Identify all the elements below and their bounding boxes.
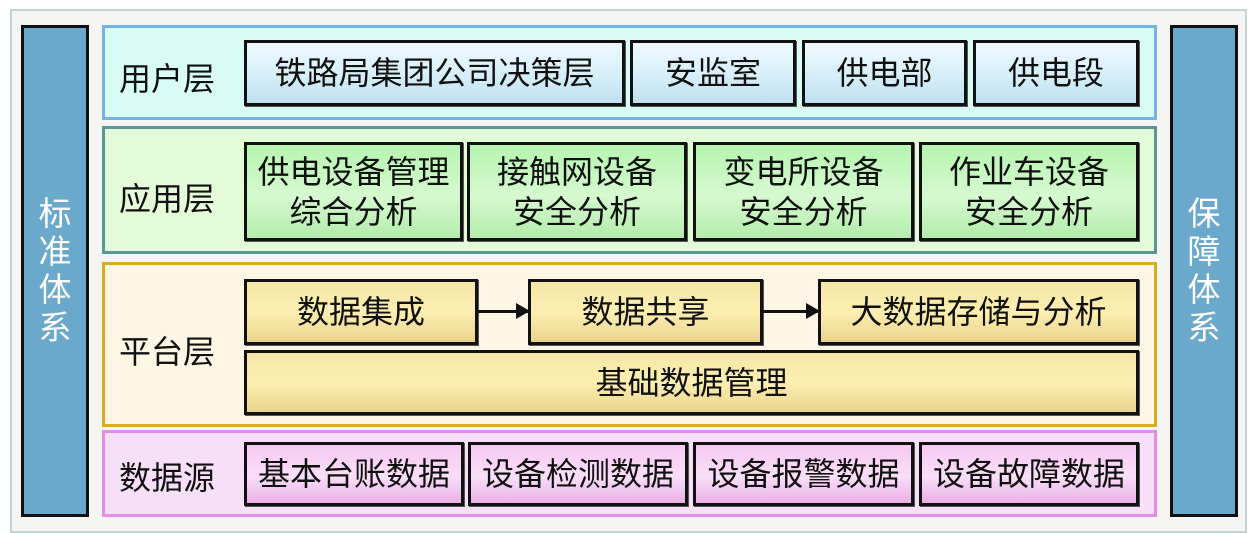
arrow-right-icon [763,303,820,319]
guarantee-system-column: 保 障 体 系 [1170,25,1238,517]
app-item-line1: 作业车设备 [948,152,1109,191]
platform-layer-label: 平台层 [119,333,216,371]
data-source-layer-label: 数据源 [119,459,216,497]
user-item-power-section: 供电段 [973,40,1139,106]
app-item-line2: 安全分析 [512,192,641,231]
platform-basic-data-management: 基础数据管理 [244,350,1139,415]
side-right-char: 系 [1187,308,1221,347]
side-right-char: 障 [1187,232,1221,271]
user-item-decision: 铁路局集团公司决策层 [244,40,625,106]
platform-layer: 平台层 数据集成 数据共享 大数据存储与分析 基础数据管理 [102,262,1157,427]
application-layer-label: 应用层 [119,180,216,218]
source-item-inspection-data: 设备检测数据 [468,442,688,506]
app-item-line1: 变电所设备 [723,152,884,191]
app-item-work-vehicle-safety-analysis: 作业车设备 安全分析 [919,142,1139,241]
platform-data-integration: 数据集成 [244,279,478,345]
app-item-catenary-safety-analysis: 接触网设备 安全分析 [467,142,687,241]
side-left-char: 系 [38,308,72,347]
side-right-char: 体 [1187,270,1221,309]
source-item-alarm-data: 设备报警数据 [693,442,914,506]
app-item-power-equipment-analysis: 供电设备管理 综合分析 [244,142,463,241]
standard-system-column: 标 准 体 系 [21,25,89,517]
user-layer: 用户层 铁路局集团公司决策层 安监室 供电部 供电段 [102,25,1157,120]
app-item-line2: 安全分析 [964,192,1093,231]
side-left-char: 标 [38,194,72,233]
user-item-safety-office: 安监室 [630,40,796,106]
data-source-layer: 数据源 基本台账数据 设备检测数据 设备报警数据 设备故障数据 [102,430,1157,517]
user-layer-label: 用户层 [119,60,216,98]
platform-big-data-storage-analysis: 大数据存储与分析 [818,279,1139,345]
side-left-char: 准 [38,232,72,271]
app-item-line2: 综合分析 [289,192,418,231]
app-item-line2: 安全分析 [739,192,868,231]
arrow-right-icon [478,303,530,319]
application-layer: 应用层 供电设备管理 综合分析 接触网设备 安全分析 变电所设备 安全分析 作业… [102,126,1157,254]
source-item-ledger-data: 基本台账数据 [244,442,464,506]
app-item-line1: 接触网设备 [496,152,657,191]
app-item-line1: 供电设备管理 [257,152,450,191]
source-item-fault-data: 设备故障数据 [919,442,1139,506]
side-left-char: 体 [38,270,72,309]
user-item-power-dept: 供电部 [802,40,967,106]
side-right-char: 保 [1187,194,1221,233]
platform-data-sharing: 数据共享 [528,279,763,345]
app-item-substation-safety-analysis: 变电所设备 安全分析 [693,142,914,241]
